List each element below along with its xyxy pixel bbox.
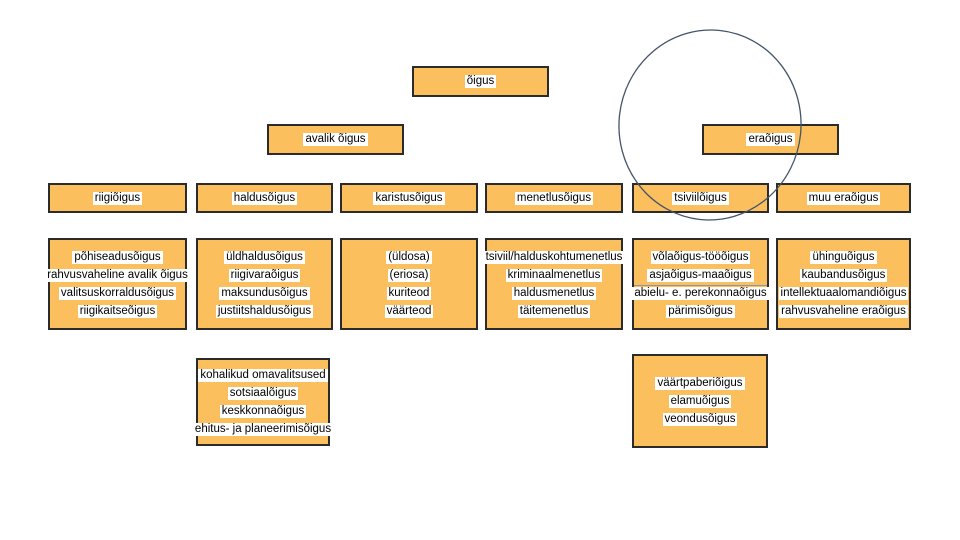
node-line: (eriosa)	[387, 268, 431, 282]
node-line: sotsiaalõigus	[227, 386, 299, 400]
node-line: elamuõigus	[668, 394, 732, 408]
node-avalik-oigus: avalik õigus	[267, 124, 404, 155]
node-line: ühinguõigus	[810, 250, 877, 264]
node-line: riigikaitseõigus	[77, 304, 158, 318]
node-label: avalik õigus	[303, 133, 368, 146]
node-line: kuriteod	[386, 286, 432, 300]
node-line: intellektuaalomandiõigus	[778, 286, 909, 300]
node-line: täitemenetlus	[517, 304, 591, 318]
node-line: kriminaalmenetlus	[505, 268, 603, 282]
node-label: haldusõigus	[231, 191, 298, 205]
node-eraoigus: eraõigus	[702, 124, 839, 155]
node-tsiviiloigus: tsiviilõigus	[632, 183, 769, 213]
node-label: muu eraõigus	[806, 191, 881, 205]
node-tsiviiloigus-extra: väärtpaberiõigus elamuõigus veondusõigus	[632, 354, 768, 448]
node-line: justiitshaldusõigus	[215, 304, 314, 318]
node-label: menetlusõigus	[514, 191, 594, 205]
node-oigus: õigus	[412, 66, 549, 97]
node-karistusoigus: karistusõigus	[340, 183, 478, 213]
node-line: kohalikud omavalitsused	[198, 368, 328, 382]
node-line: pärimisõigus	[666, 304, 735, 318]
node-line: üldhaldusõigus	[224, 250, 305, 264]
node-haldusoigus-extra: kohalikud omavalitsused sotsiaalõigus ke…	[192, 358, 334, 446]
node-line: (üldosa)	[386, 250, 432, 264]
node-line: väärtpaberiõigus	[655, 376, 745, 390]
node-karistusoigus-details: (üldosa) (eriosa) kuriteod väärteod	[340, 238, 478, 330]
node-line: rahvusvaheline avalik õigus	[45, 268, 190, 282]
node-line: tsiviil/halduskohtumenetlus	[483, 250, 625, 264]
node-line: abielu- e. perekonnaõigus	[632, 286, 769, 300]
node-menetlusoigus: menetlusõigus	[485, 183, 623, 213]
node-menetlusoigus-details: tsiviil/halduskohtumenetlus kriminaalmen…	[483, 238, 625, 330]
node-line: riigivaraõigus	[228, 268, 301, 282]
node-haldusoigus: haldusõigus	[196, 183, 333, 213]
node-line: asjaõigus-maaõigus	[647, 268, 754, 282]
node-label: tsiviilõigus	[672, 191, 729, 205]
node-muu-eraoigus-details: ühinguõigus kaubandusõigus intellektuaal…	[776, 238, 911, 330]
node-line: valitsuskorraldusõigus	[58, 286, 177, 300]
node-muu-eraoigus: muu eraõigus	[776, 183, 911, 213]
node-label: karistusõigus	[373, 191, 445, 205]
node-haldusoigus-details: üldhaldusõigus riigivaraõigus maksundusõ…	[196, 238, 333, 330]
node-line: väärteod	[384, 304, 434, 318]
node-tsiviiloigus-details: võlaõigus-tööõigus asjaõigus-maaõigus ab…	[632, 238, 769, 330]
node-line: haldusmenetlus	[511, 286, 597, 300]
node-line: kaubandusõigus	[799, 268, 888, 282]
node-line: rahvusvaheline eraõigus	[779, 304, 908, 318]
node-line: maksundusõigus	[219, 286, 310, 300]
node-label: eraõigus	[746, 133, 795, 146]
node-line: põhiseadusõigus	[72, 250, 163, 264]
node-line: keskkonnaõigus	[219, 404, 307, 418]
node-line: veondusõigus	[662, 412, 738, 426]
node-riigioigus-details: põhiseadusõigus rahvusvaheline avalik õi…	[45, 238, 190, 330]
node-line: võlaõigus-tööõigus	[650, 250, 751, 264]
node-line: ehitus- ja planeerimisõigus	[192, 422, 334, 436]
node-riigioigus: riigiõigus	[48, 183, 187, 213]
underline-mark	[634, 285, 767, 286]
node-label: riigiõigus	[92, 191, 143, 205]
node-label: õigus	[464, 75, 497, 88]
